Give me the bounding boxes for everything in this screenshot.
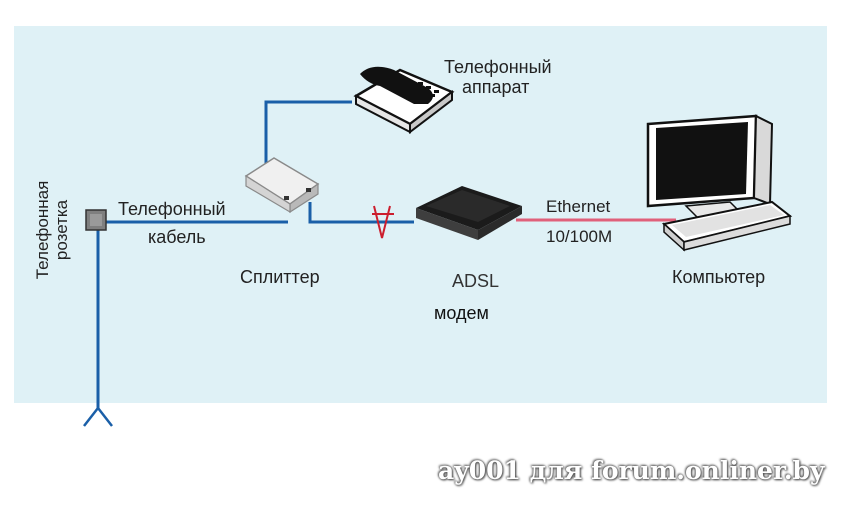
cable-label-line1: Телефонный bbox=[118, 199, 226, 219]
outlet-label: Телефонная розетка bbox=[32, 170, 72, 290]
modem-label-line2: модем bbox=[434, 303, 489, 323]
ethernet-label-line2: 10/100M bbox=[546, 227, 613, 246]
modem-label-line1: ADSL bbox=[452, 271, 500, 291]
ethernet-label-line1: Ethernet bbox=[546, 197, 611, 216]
adsl-modem-icon bbox=[416, 186, 522, 240]
cable-label-line2: кабель bbox=[148, 227, 206, 247]
phone-label-line1: Телефонный bbox=[444, 57, 552, 77]
computer-icon bbox=[646, 114, 793, 252]
watermark-text: ay001 для forum.onliner.by bbox=[438, 456, 825, 485]
splitter-to-modem-line bbox=[308, 202, 414, 224]
splitter-icon bbox=[244, 157, 320, 214]
tripod-stand-icon bbox=[83, 407, 113, 427]
splitter-to-phone-line bbox=[264, 100, 352, 172]
telephone-icon bbox=[353, 66, 455, 135]
line-filter-mark bbox=[372, 205, 394, 239]
wall-outlet-icon bbox=[85, 209, 107, 231]
outlet-label-line1: Телефонная bbox=[33, 180, 52, 280]
phone-lines bbox=[96, 100, 414, 408]
outlet-label-line2: розетка bbox=[52, 199, 71, 261]
phone-label-line2: аппарат bbox=[462, 77, 530, 97]
splitter-label: Сплиттер bbox=[240, 267, 320, 287]
computer-label: Компьютер bbox=[672, 267, 766, 287]
